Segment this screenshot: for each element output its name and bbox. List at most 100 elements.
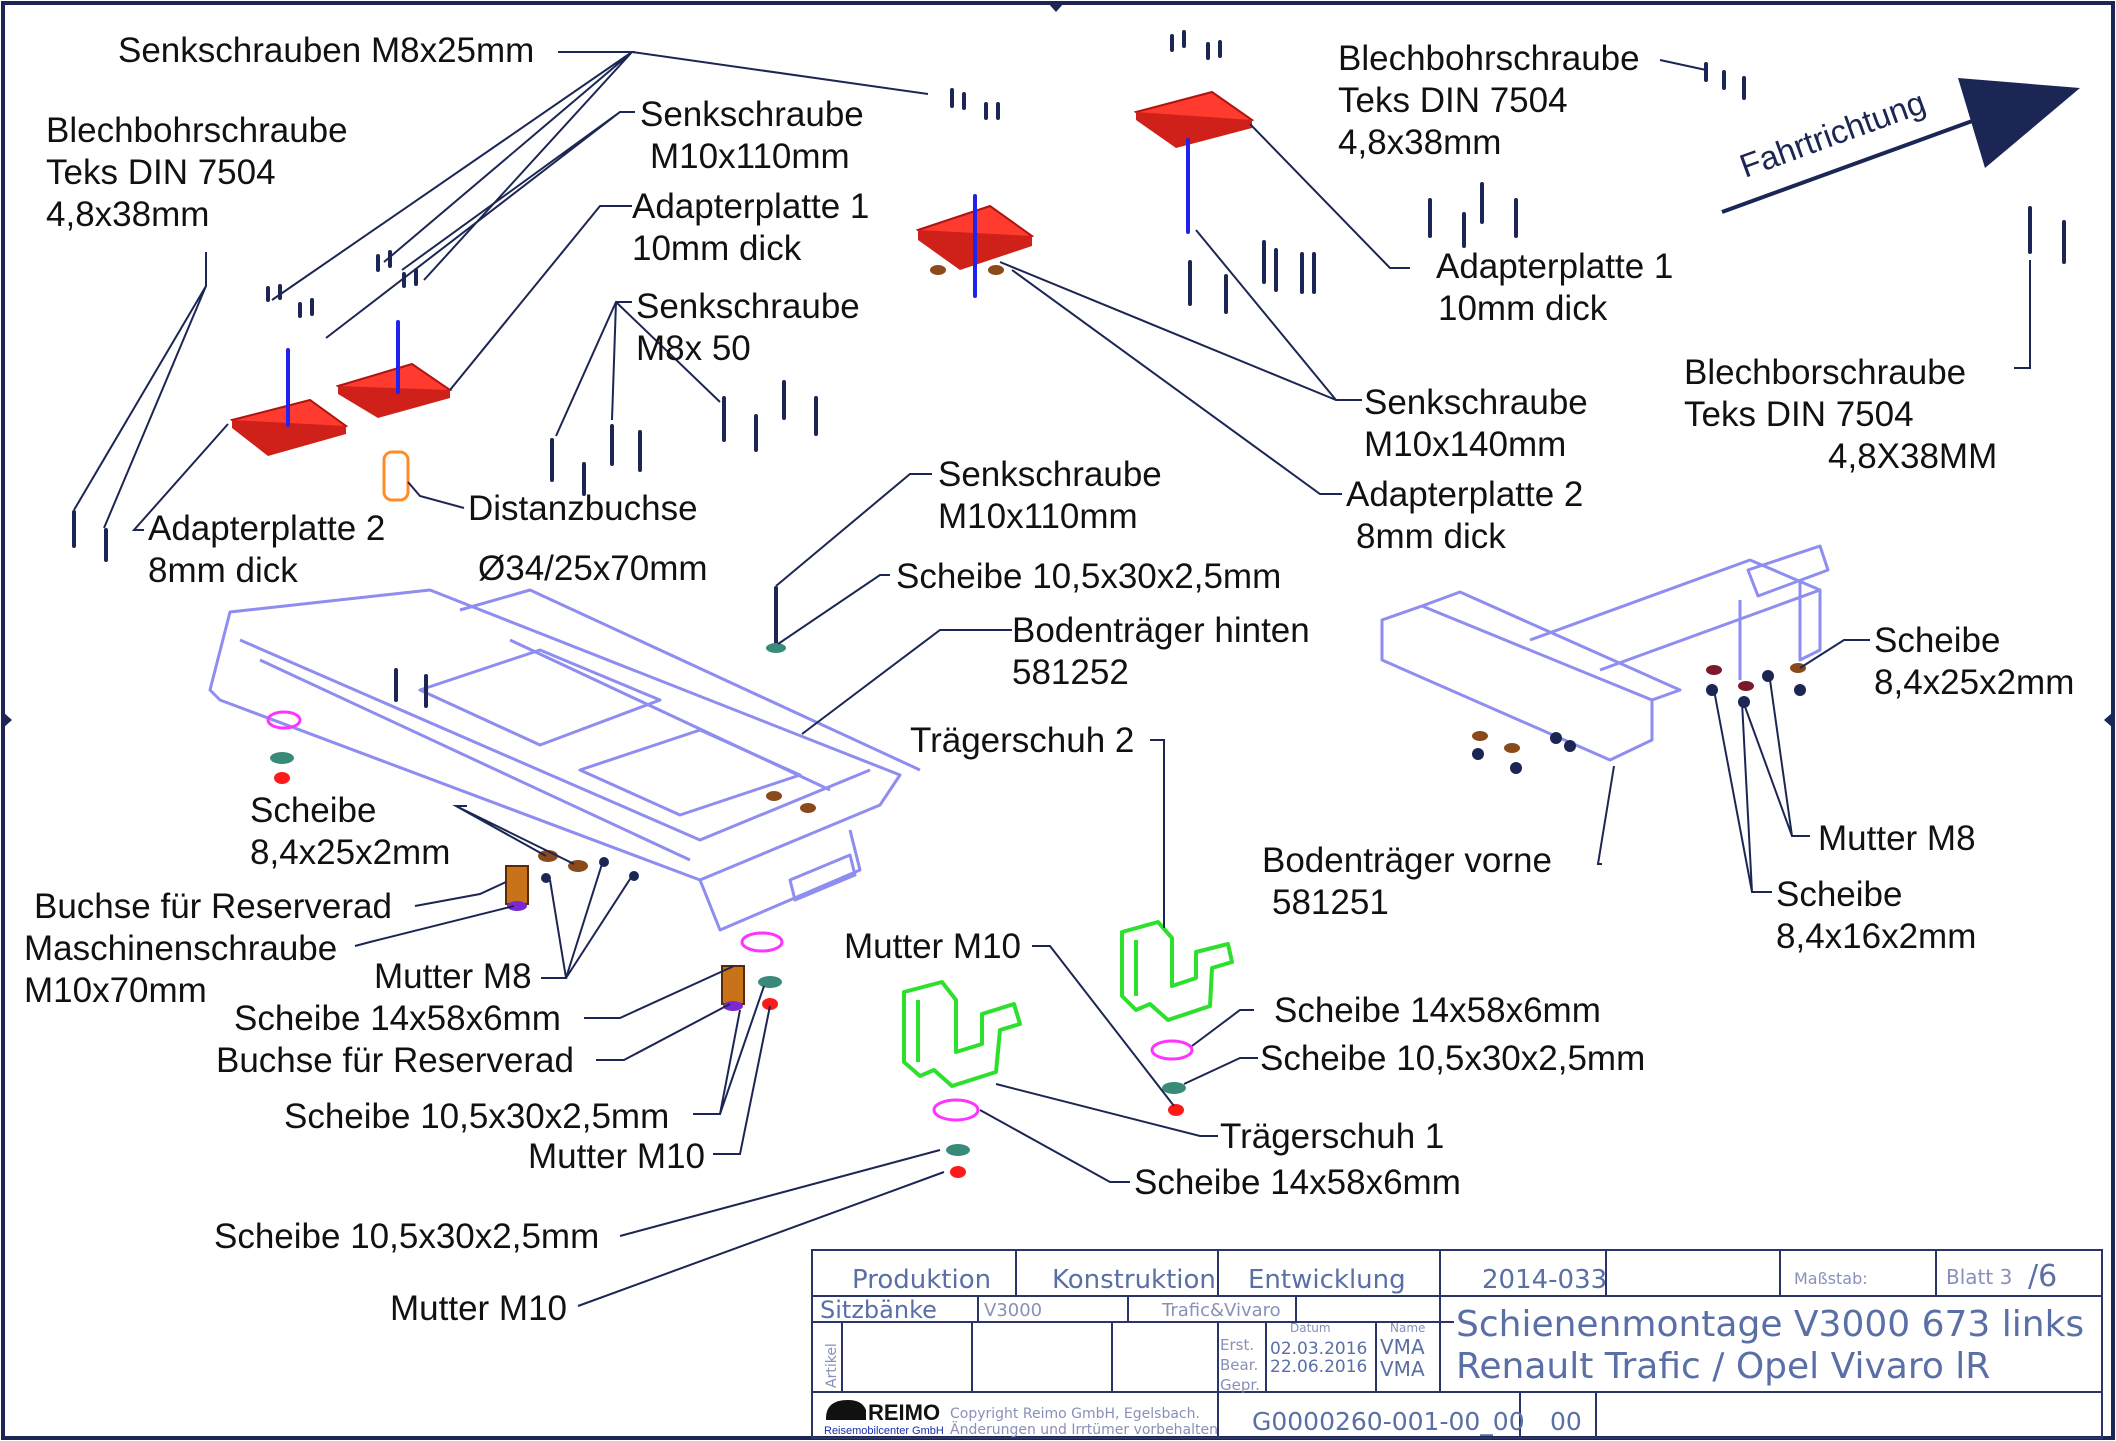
washer-105-shoe1: [946, 1144, 970, 1156]
tb-entwicklung: Entwicklung: [1248, 1265, 1406, 1295]
teks-screws-left: [72, 510, 108, 562]
label-mutter-m10-mid: Mutter M10: [844, 927, 1021, 966]
label-senk-m8x50-1: Senkschraube: [636, 287, 860, 326]
tb-title-line1: Schienenmontage V3000 673 links: [1456, 1304, 2084, 1345]
label-traegerschuh2: Trägerschuh 2: [910, 721, 1134, 760]
m10-screw-mid: [766, 586, 786, 653]
tb-title-line2: Renault Trafic / Opel Vivaro lR: [1456, 1346, 1990, 1387]
label-scheibe-105-mid: Scheibe 10,5x30x2,5mm: [896, 557, 1281, 596]
label-adapter1-right-1: Adapterplatte 1: [1436, 247, 1673, 286]
tb-datum-head: Datum: [1290, 1321, 1331, 1335]
m8x50-screws: [550, 380, 818, 496]
label-adapter2-left-2: 8mm dick: [148, 551, 298, 590]
label-senk-m10x140-2: M10x140mm: [1364, 425, 1566, 464]
label-scheibe-8416-1: Scheibe: [1776, 875, 1902, 914]
tb-project-no: 2014-033: [1482, 1265, 1607, 1295]
label-distanzbuchse-1: Distanzbuchse: [468, 489, 698, 528]
adapter-plate-1-center: [1133, 90, 1255, 234]
label-scheibe-84-right-1: Scheibe: [1874, 621, 2000, 660]
label-adapter2-right-1: Adapterplatte 2: [1346, 475, 1583, 514]
label-blech-right-2: Teks DIN 7504: [1338, 81, 1568, 120]
carrier-shoe-2: [1120, 920, 1234, 1022]
tb-bear: Bear.: [1220, 1356, 1258, 1374]
front-beam-hardware: [1472, 663, 1806, 774]
label-blechbor-2: Teks DIN 7504: [1684, 395, 1914, 434]
tb-blatt-total: /6: [2028, 1259, 2057, 1294]
lower-left-hardware: [266, 710, 816, 1011]
tb-name-head: Name: [1390, 1321, 1425, 1335]
title-block: Produktion Konstruktion Entwicklung 2014…: [811, 1249, 2103, 1439]
label-blech-right-3: 4,8x38mm: [1338, 123, 1501, 162]
label-blechbor-3: 4,8X38MM: [1828, 437, 1997, 476]
tb-trafic-vivaro: Trafic&Vivaro: [1161, 1300, 1281, 1321]
tb-name1: VMA: [1380, 1335, 1425, 1359]
reimo-logo-icon: [826, 1400, 866, 1420]
distance-bushing: [382, 450, 410, 502]
tb-massstab: Maßstab:: [1794, 1269, 1868, 1288]
washer-105-shoe2: [1162, 1082, 1186, 1094]
label-blechbor-1: Blechborschraube: [1684, 353, 1966, 392]
label-mutter-m8-right: Mutter M8: [1818, 819, 1976, 858]
label-scheibe-84-right-2: 8,4x25x2mm: [1874, 663, 2074, 702]
frame-marker-top: [1048, 3, 1064, 12]
tb-company: Reisemobilcenter GmbH: [824, 1425, 944, 1437]
washer-14-shoe2: [1150, 1039, 1194, 1061]
frame-marker-left: [3, 712, 12, 728]
nut-m10-shoe2: [1168, 1104, 1184, 1116]
tb-dok-no: G0000260-001-00_00: [1252, 1407, 1525, 1436]
label-blech-left-3: 4,8x38mm: [46, 195, 209, 234]
label-scheibe-105-left: Scheibe 10,5x30x2,5mm: [284, 1097, 669, 1136]
label-scheibe-14-left: Scheibe 14x58x6mm: [234, 999, 561, 1038]
tb-konstruktion: Konstruktion: [1052, 1265, 1216, 1295]
label-blech-right-1: Blechbohrschraube: [1338, 39, 1640, 78]
label-senk-m10x110-mid-1: Senkschraube: [938, 455, 1162, 494]
tb-copyright-1: Copyright Reimo GmbH, Egelsbach.: [950, 1406, 1200, 1422]
label-senk-m10x110-mid-2: M10x110mm: [938, 497, 1138, 536]
label-blech-left-1: Blechbohrschraube: [46, 111, 348, 150]
label-maschinen-1: Maschinenschraube: [24, 929, 337, 968]
rear-floor-beam: [208, 588, 921, 932]
adapter-plate-1-left: [335, 362, 453, 418]
label-boden-hinten-1: Bodenträger hinten: [1012, 611, 1310, 650]
label-scheibe-84-left-1: Scheibe: [250, 791, 376, 830]
direction-label: Fahrtrichtung: [1735, 83, 1930, 184]
carrier-shoe-1: [902, 980, 1022, 1088]
tb-date2: 22.06.2016: [1270, 1357, 1367, 1377]
label-senk-m10x140-1: Senkschraube: [1364, 383, 1588, 422]
tb-sitzbaenke: Sitzbänke: [820, 1296, 937, 1324]
tb-date1: 02.03.2016: [1270, 1339, 1367, 1359]
tb-logo: REIMO: [868, 1400, 940, 1425]
label-scheibe-14-bottom: Scheibe 14x58x6mm: [1134, 1163, 1461, 1202]
label-buchse-res-2: Buchse für Reserverad: [216, 1041, 574, 1080]
label-boden-vorne-2: 581251: [1272, 883, 1389, 922]
label-mutter-m10-left: Mutter M10: [528, 1137, 705, 1176]
label-scheibe-84-left-2: 8,4x25x2mm: [250, 833, 450, 872]
label-scheibe-105-bottom: Scheibe 10,5x30x2,5mm: [214, 1217, 599, 1256]
label-senk-m10x110-top-1: Senkschraube: [640, 95, 864, 134]
front-floor-beam: [1380, 544, 1830, 762]
callout-labels: Senkschrauben M8x25mm Blechbohrschraube …: [24, 31, 2074, 1328]
label-adapter1-left-1: Adapterplatte 1: [632, 187, 869, 226]
direction-arrow: Fahrtrichtung: [1721, 78, 2080, 214]
label-traegerschuh1: Trägerschuh 1: [1220, 1117, 1444, 1156]
label-boden-hinten-2: 581252: [1012, 653, 1129, 692]
tb-name2: VMA: [1380, 1357, 1425, 1381]
tb-v3000: V3000: [984, 1300, 1042, 1321]
tb-gepr: Gepr.: [1220, 1376, 1260, 1394]
nut-m10-shoe1: [950, 1166, 966, 1178]
label-adapter1-right-2: 10mm dick: [1438, 289, 1608, 328]
label-mutter-m10-bottom: Mutter M10: [390, 1289, 567, 1328]
label-senk-m8x50-2: M8x 50: [636, 329, 751, 368]
tb-blatt: Blatt 3: [1946, 1265, 2012, 1289]
label-maschinen-2: M10x70mm: [24, 971, 207, 1010]
label-boden-vorne-1: Bodenträger vorne: [1262, 841, 1552, 880]
label-scheibe-8416-2: 8,4x16x2mm: [1776, 917, 1976, 956]
label-adapter2-right-2: 8mm dick: [1356, 517, 1506, 556]
leader-lines: [73, 51, 2031, 1307]
washer-14-shoe1: [932, 1098, 980, 1122]
label-adapter2-left-1: Adapterplatte 2: [148, 509, 385, 548]
tb-produktion: Produktion: [852, 1265, 991, 1295]
tb-erst: Erst.: [1220, 1336, 1254, 1354]
label-blech-left-2: Teks DIN 7504: [46, 153, 276, 192]
